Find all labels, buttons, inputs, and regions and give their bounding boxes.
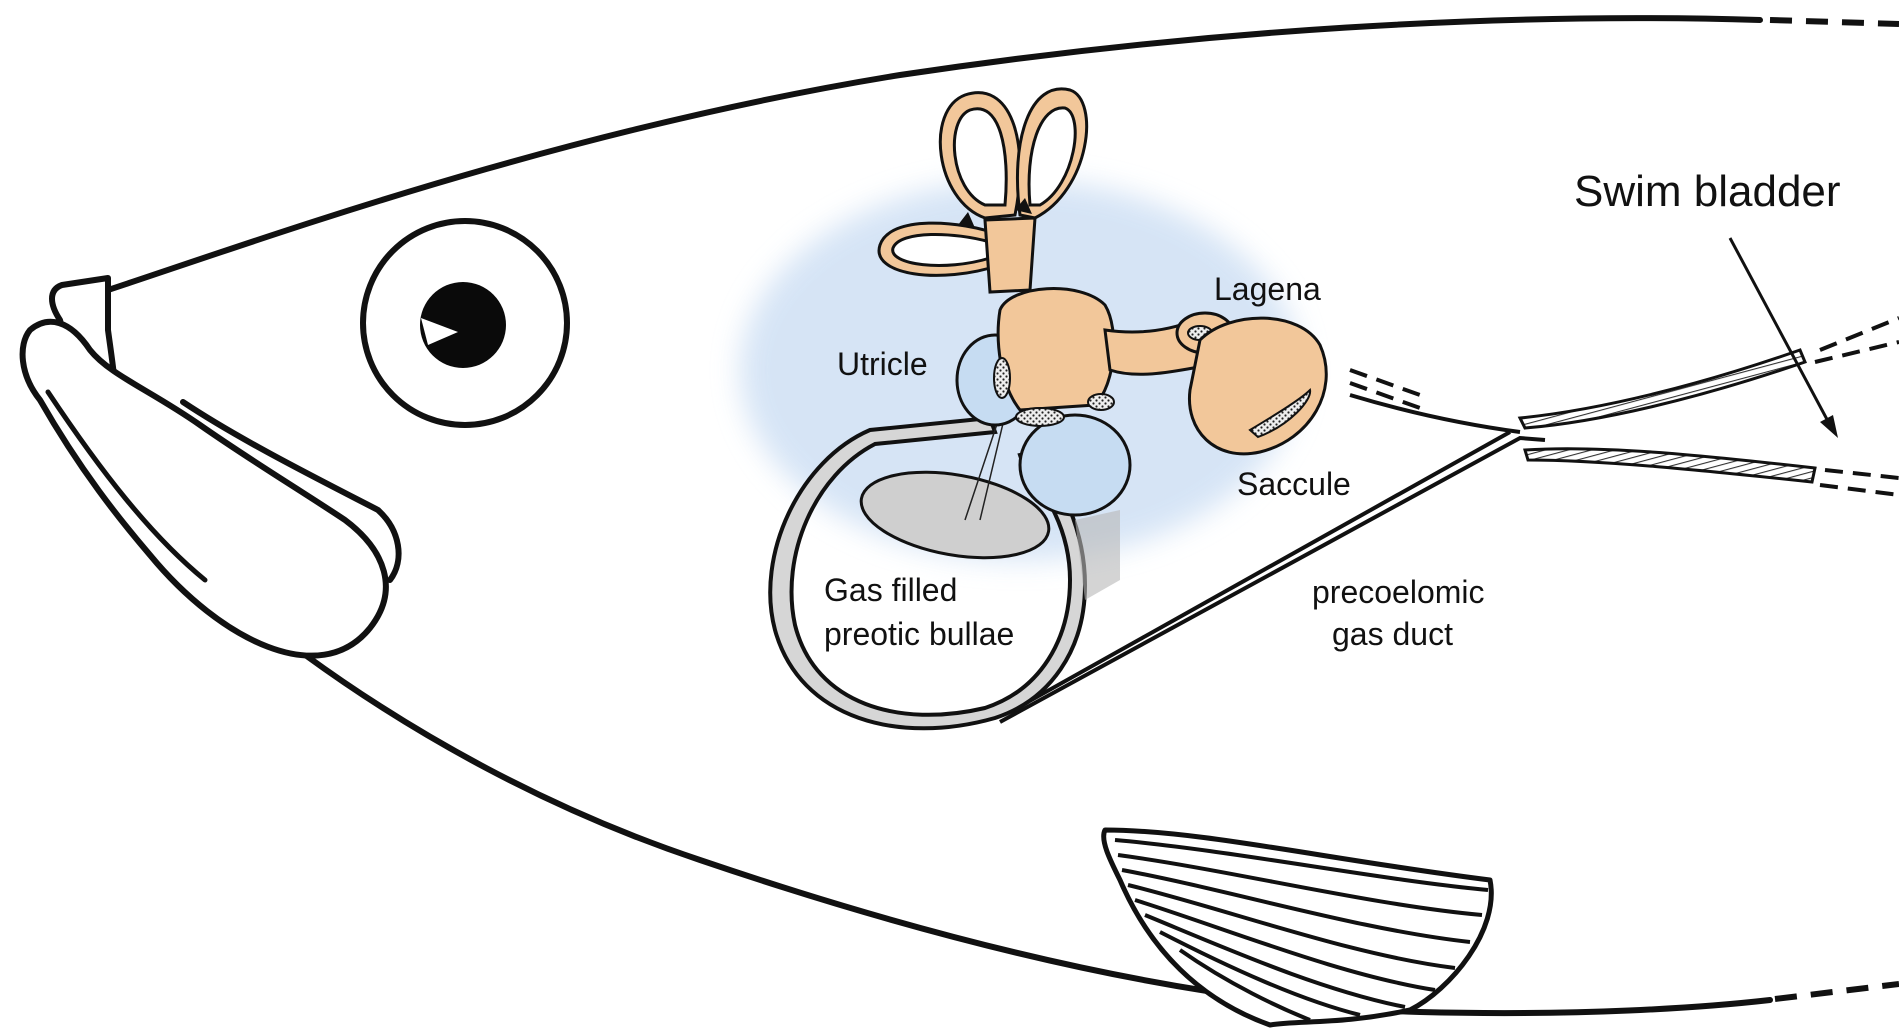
swim-bladder-dashed-upper bbox=[1820, 318, 1899, 350]
fish-eye bbox=[363, 221, 567, 425]
fish-ventral-dashed-tail bbox=[1775, 984, 1899, 999]
label-precoelomic-line1: precoelomic bbox=[1312, 574, 1485, 610]
pectoral-fin bbox=[1104, 830, 1492, 1025]
utricle-otolith-bottom bbox=[1016, 408, 1064, 426]
labyrinth-stem bbox=[985, 218, 1035, 292]
swim-bladder-dashed-lower bbox=[1825, 470, 1899, 478]
label-lagena: Lagena bbox=[1214, 271, 1321, 307]
label-swim-bladder: Swim bladder bbox=[1574, 167, 1841, 216]
swim-bladder-arrow bbox=[1730, 238, 1838, 438]
swim-bladder-upper-wall bbox=[1520, 350, 1805, 428]
swim-bladder-dashed-lower-2 bbox=[1820, 485, 1899, 495]
label-gas-filled-line2: preotic bullae bbox=[824, 616, 1014, 652]
label-precoelomic-line2: gas duct bbox=[1332, 616, 1453, 652]
utricle-sac-lower bbox=[1020, 415, 1130, 515]
label-utricle: Utricle bbox=[837, 346, 928, 382]
label-saccule: Saccule bbox=[1237, 466, 1351, 502]
swim-bladder bbox=[1520, 318, 1899, 495]
duct-dashed-upper bbox=[1350, 370, 1420, 395]
utricle-otolith-right bbox=[1088, 394, 1114, 410]
utricle-otolith-vertical bbox=[994, 358, 1010, 398]
swim-bladder-lower-wall bbox=[1525, 449, 1815, 482]
label-gas-filled-line1: Gas filled bbox=[824, 572, 957, 608]
utricle-body bbox=[998, 289, 1114, 410]
semicircular-canal-horizontal-inner bbox=[893, 234, 990, 265]
fish-dorsal-dashed-tail bbox=[1770, 20, 1899, 24]
